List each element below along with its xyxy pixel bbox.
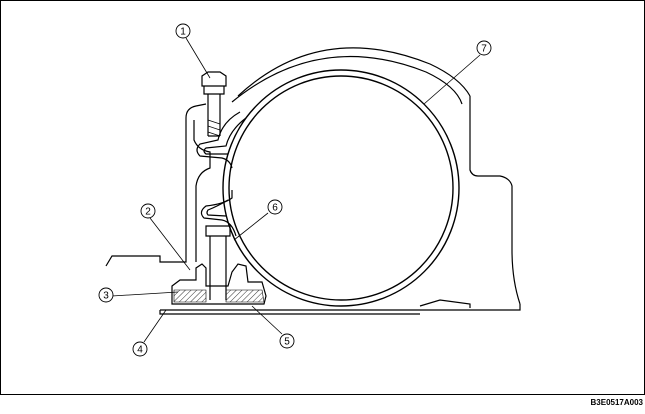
rubber-mount-hatch-right [225,289,265,303]
housing-outline [105,103,207,267]
callout-5-label: 5 [284,337,290,348]
callout-4: 4 [132,341,148,357]
leader-6 [233,212,269,241]
base-plate-bottom [419,299,471,308]
bearing-support-diagram: 1 7 6 2 3 4 5 [98,23,521,357]
base-plate [159,304,521,315]
leader-2 [149,217,191,271]
callout-2: 2 [140,203,156,219]
callout-5: 5 [279,333,295,349]
housing-right-side [469,96,521,305]
lower-spring-loop-inner [206,199,229,217]
callout-2-label: 2 [145,207,151,218]
upper-bolt-threads [207,119,221,137]
upper-spring-loop [196,111,241,169]
housing-inner-wall [193,120,211,262]
leader-4 [143,309,167,343]
leader-3 [111,291,179,297]
lower-stud [205,225,231,300]
callout-1-label: 1 [180,27,186,38]
callout-6-label: 6 [272,203,278,214]
bearing-outer-ring [222,69,460,307]
callout-7: 7 [476,40,492,56]
callout-3: 3 [98,287,114,303]
bearing-inner-ring [228,75,454,301]
callout-1: 1 [175,23,191,39]
callout-3-label: 3 [103,291,109,302]
leader-5 [251,305,283,335]
leader-7 [423,54,481,105]
mount-block [171,263,267,305]
upper-spring-loop-inner [203,117,247,155]
figure-frame [0,0,645,395]
rubber-mount-hatch-left [173,289,207,303]
callout-4-label: 4 [137,345,143,356]
leader-1 [185,37,211,79]
callout-6: 6 [267,199,283,215]
figure-code: B3E0517A003 [590,398,643,407]
upper-bolt [201,71,227,137]
callout-7-label: 7 [481,44,487,55]
housing-upper-rim-inner [231,56,463,105]
housing-upper-rim [237,47,471,97]
